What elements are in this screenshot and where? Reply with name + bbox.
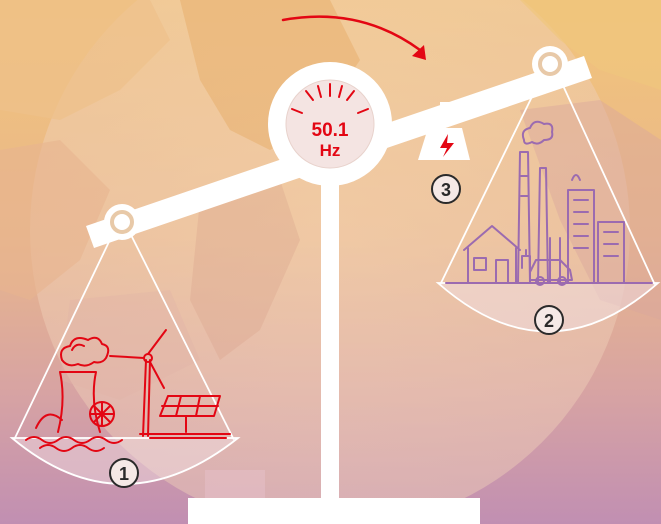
marker-generation: 1 bbox=[109, 458, 139, 488]
consumption-icons bbox=[445, 120, 653, 286]
marker-balancing: 3 bbox=[431, 174, 461, 204]
gauge-unit: Hz bbox=[320, 141, 341, 160]
scale-post bbox=[321, 130, 339, 510]
gauge-ticks bbox=[291, 83, 369, 114]
balancing-weight bbox=[418, 128, 470, 160]
water-wheel-icon bbox=[25, 401, 123, 452]
generation-icons bbox=[25, 329, 231, 452]
marker-balancing-label: 3 bbox=[441, 180, 451, 200]
marker-consumption-label: 2 bbox=[544, 311, 554, 331]
solar-panel-icon bbox=[139, 395, 231, 439]
cooling-tower-icon bbox=[57, 336, 110, 433]
lightning-bolt-icon bbox=[440, 134, 454, 157]
frequency-gauge: 50.1 Hz bbox=[268, 62, 392, 186]
tilt-arrow-icon bbox=[281, 15, 426, 60]
gauge-value: 50.1 bbox=[312, 120, 349, 141]
house-icon bbox=[463, 225, 521, 284]
marker-generation-label: 1 bbox=[119, 464, 129, 484]
electric-car-icon bbox=[521, 249, 573, 286]
wind-turbine-icon bbox=[109, 329, 167, 437]
scale-base bbox=[188, 498, 480, 524]
marker-consumption: 2 bbox=[534, 305, 564, 335]
factory-icon bbox=[517, 120, 554, 284]
